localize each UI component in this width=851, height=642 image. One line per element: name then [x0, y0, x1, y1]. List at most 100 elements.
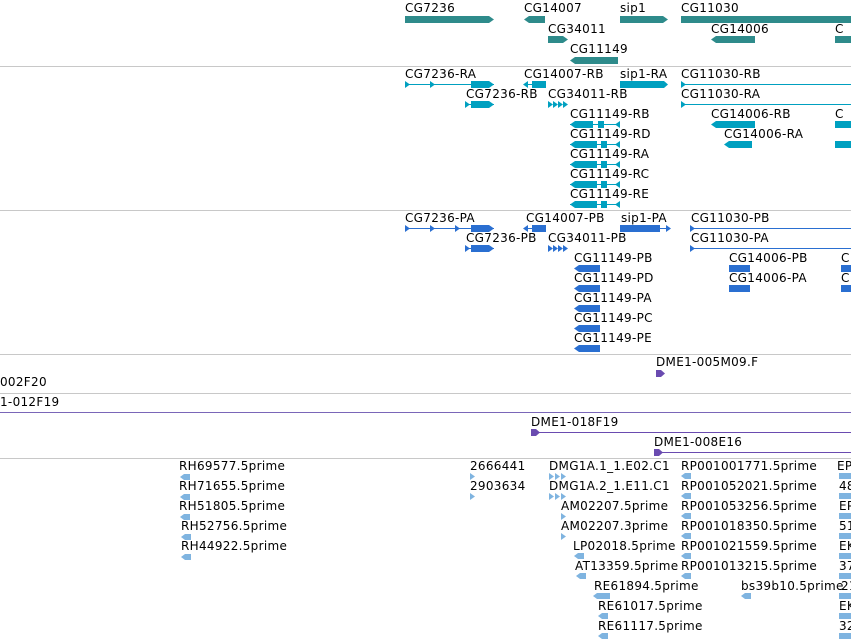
protein-CG34011-PB-glyph[interactable]	[548, 245, 568, 252]
est-glyph[interactable]	[180, 474, 190, 480]
est-glyph[interactable]	[181, 554, 191, 560]
transcript-sip1-RA-glyph[interactable]	[620, 81, 664, 88]
protein-CG11149-PC-glyph[interactable]	[574, 325, 600, 332]
protein-CG11149-PD-glyph[interactable]	[574, 285, 600, 292]
transcript-CG14006-RB-glyph[interactable]	[711, 121, 755, 128]
clone-DME1-005M09.F-glyph[interactable]	[656, 370, 665, 377]
gene-sip1-glyph[interactable]	[620, 16, 668, 23]
est-glyph[interactable]	[839, 633, 851, 639]
protein-label: CG14006-PA	[729, 271, 807, 285]
est-glyph[interactable]	[839, 533, 851, 539]
gene-CG34011-glyph[interactable]	[548, 36, 568, 43]
gene-CG14007-glyph[interactable]	[524, 16, 545, 23]
est-glyph[interactable]	[839, 553, 851, 559]
protein-CG11030-PB-glyph[interactable]	[690, 225, 851, 232]
gene-CG7236-glyph[interactable]	[405, 16, 494, 23]
protein-CG14006-PB-glyph[interactable]	[729, 265, 750, 272]
mrna-glyphs	[405, 81, 851, 208]
transcript-label: CG11149-RD	[570, 127, 651, 141]
protein-CG11030-PA-glyph[interactable]	[690, 245, 851, 252]
est-glyph[interactable]	[839, 493, 851, 499]
est-glyph[interactable]	[681, 513, 691, 519]
transcript-label: sip1-RA	[620, 67, 668, 81]
est-glyph[interactable]	[681, 493, 691, 499]
est-glyph[interactable]	[681, 573, 691, 579]
protein-CG7236-PB-glyph[interactable]	[465, 245, 494, 252]
clone-glyphs-c	[531, 429, 851, 456]
est-glyph[interactable]	[470, 473, 475, 480]
transcript-CG7236-RB-glyph[interactable]	[465, 101, 494, 108]
transcript-C-glyph[interactable]	[835, 141, 851, 148]
est-glyph[interactable]	[681, 473, 691, 479]
est-label: EP	[837, 459, 851, 473]
protein-CG11149-PA-glyph[interactable]	[574, 305, 600, 312]
est-label: EP	[839, 499, 851, 513]
gene-label: CG14006	[711, 22, 769, 36]
protein-CG14007-PB-glyph[interactable]	[523, 225, 546, 232]
est-glyph[interactable]	[839, 513, 851, 519]
est-label: RP001018350.5prime	[681, 519, 818, 533]
gene-CG11030-glyph[interactable]	[681, 16, 851, 23]
gene-CG14006-glyph[interactable]	[711, 36, 755, 43]
transcript-C-glyph[interactable]	[835, 121, 851, 128]
est-label: RP001021559.5prime	[681, 539, 818, 553]
est-glyph[interactable]	[839, 613, 851, 619]
track-separator	[0, 210, 851, 211]
transcript-CG14006-RA-glyph[interactable]	[724, 141, 752, 148]
transcript-label: CG11030-RB	[681, 67, 761, 81]
clone-DME1-008E16-glyph[interactable]	[654, 449, 851, 456]
est-glyph[interactable]	[593, 593, 610, 599]
protein-CG11149-PE-glyph[interactable]	[574, 345, 600, 352]
est-glyph[interactable]	[681, 533, 691, 539]
transcript-CG11030-RB-glyph[interactable]	[681, 81, 851, 88]
protein-track: CG7236-PA CG14007-PB sip1-PA CG11030-PB …	[0, 211, 851, 354]
est-glyph[interactable]	[181, 534, 191, 540]
protein-sip1-PA-glyph[interactable]	[620, 225, 671, 232]
est-glyph[interactable]	[839, 573, 851, 579]
gene-CG11149-glyph[interactable]	[570, 57, 618, 64]
transcript-CG11149-RA-glyph[interactable]	[570, 161, 620, 168]
est-glyph[interactable]	[741, 593, 751, 599]
transcript-CG34011-RB-glyph[interactable]	[548, 101, 568, 108]
est-glyph[interactable]	[555, 493, 560, 500]
protein-CG7236-PA-glyph[interactable]	[405, 225, 494, 232]
protein-CG14006-PA-glyph[interactable]	[729, 285, 750, 292]
protein-CG11149-PB-glyph[interactable]	[574, 265, 600, 272]
protein-label: C	[841, 251, 850, 265]
transcript-CG11030-RA-glyph[interactable]	[681, 101, 851, 108]
transcript-label: CG14007-RB	[524, 67, 604, 81]
est-glyph[interactable]	[839, 473, 851, 479]
est-glyph[interactable]	[561, 493, 566, 500]
est-glyph[interactable]	[681, 553, 691, 559]
protein-C-glyph[interactable]	[841, 265, 851, 272]
est-glyph[interactable]	[180, 494, 190, 500]
est-glyph[interactable]	[549, 473, 554, 480]
protein-C-glyph[interactable]	[841, 285, 851, 292]
transcript-CG11149-RC-glyph[interactable]	[570, 181, 620, 188]
est-glyph[interactable]	[839, 593, 851, 599]
transcript-CG11149-RB-glyph[interactable]	[570, 121, 620, 128]
clone-label: DME1-018F19	[531, 415, 619, 429]
est-glyph[interactable]	[576, 573, 586, 579]
transcript-label: CG11149-RA	[570, 147, 650, 161]
est-glyph[interactable]	[470, 493, 475, 500]
transcript-CG11149-RE-glyph[interactable]	[570, 201, 620, 208]
est-glyph[interactable]	[549, 493, 554, 500]
gene-C-glyph[interactable]	[835, 36, 851, 43]
est-glyph[interactable]	[561, 513, 566, 520]
est-glyph[interactable]	[561, 473, 566, 480]
est-glyph[interactable]	[561, 533, 566, 540]
transcript-CG11149-RD-glyph[interactable]	[570, 141, 620, 148]
est-label: RH52756.5prime	[181, 519, 288, 533]
est-glyph[interactable]	[598, 613, 608, 619]
protein-label: CG11149-PA	[574, 291, 652, 305]
est-glyph[interactable]	[180, 514, 190, 520]
transcript-CG14007-RB-glyph[interactable]	[523, 81, 546, 88]
clone-DME1-018F19-glyph[interactable]	[531, 429, 851, 436]
est-glyph[interactable]	[574, 553, 584, 559]
gene-label: CG7236	[405, 1, 456, 15]
transcript-CG7236-RA-glyph[interactable]	[405, 81, 494, 88]
est-label: RP001001771.5prime	[681, 459, 818, 473]
est-glyph[interactable]	[555, 473, 560, 480]
est-glyph[interactable]	[598, 633, 608, 639]
